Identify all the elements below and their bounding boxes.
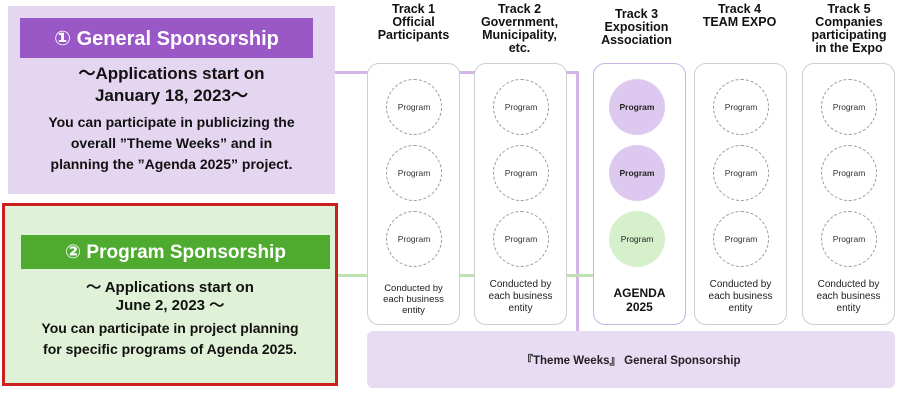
track-3-program-1-general: Program bbox=[609, 79, 665, 135]
track-5-program-3: Program bbox=[821, 211, 877, 267]
track-4-program-1: Program bbox=[713, 79, 769, 135]
track-5-name-line-1: Companies bbox=[815, 15, 883, 29]
track-4-header: Track 4 TEAM EXPO bbox=[693, 3, 786, 29]
agenda-line-2: 2025 bbox=[626, 300, 653, 314]
track-2-name-line-3: etc. bbox=[508, 41, 531, 55]
track-3-program-2-general: Program bbox=[609, 145, 665, 201]
conducted-line-3: entity bbox=[728, 303, 753, 314]
agenda-line-1: AGENDA bbox=[613, 286, 666, 300]
track-5-column: Program Program Program Conducted by eac… bbox=[802, 63, 895, 325]
track-1-label: Track 1 bbox=[391, 2, 436, 16]
track-4-column: Program Program Program Conducted by eac… bbox=[694, 63, 787, 325]
track-4-name-line-1: TEAM EXPO bbox=[702, 15, 777, 29]
track-1-column: Program Program Program Conducted by eac… bbox=[367, 63, 460, 325]
track-3-column: Program Program Program AGENDA 2025 bbox=[593, 63, 686, 325]
general-desc-line-1: You can participate in publicizing the bbox=[48, 114, 295, 130]
track-3-name-line-1: Exposition bbox=[604, 20, 669, 34]
theme-weeks-general-sponsorship-bar: 『Theme Weeks』 General Sponsorship bbox=[367, 331, 895, 388]
conducted-line-2: each business bbox=[708, 291, 773, 302]
conducted-line-1: Conducted by bbox=[489, 279, 552, 290]
agenda-2025-label: AGENDA 2025 bbox=[594, 286, 685, 314]
track-2-label: Track 2 bbox=[497, 2, 542, 16]
program-sponsorship-panel: ② Program Sponsorship ～ Applications sta… bbox=[2, 203, 338, 386]
conducted-line-2: each business bbox=[816, 291, 881, 302]
track-3-name-line-2: Association bbox=[601, 33, 672, 47]
track-1-name-line-1: Official bbox=[392, 15, 435, 29]
track-5-program-2: Program bbox=[821, 145, 877, 201]
track-3-program-3-program-sponsorship: Program bbox=[609, 211, 665, 267]
track-1-program-1: Program bbox=[386, 79, 442, 135]
program-desc-line-2: for specific programs of Agenda 2025. bbox=[43, 341, 297, 357]
track-3-header: Track 3 Exposition Association bbox=[590, 8, 683, 47]
conducted-line-1: Conducted by bbox=[709, 279, 772, 290]
track-2-program-1: Program bbox=[493, 79, 549, 135]
track-5-header: Track 5 Companies participating in the E… bbox=[800, 3, 898, 55]
program-date-line-1: ～ Applications start on bbox=[86, 279, 254, 296]
general-date-line-1: ～Applications start on bbox=[78, 64, 265, 83]
general-sponsorship-title: ① General Sponsorship bbox=[20, 18, 313, 58]
conducted-line-2: each business bbox=[488, 291, 553, 302]
track-1-program-3: Program bbox=[386, 211, 442, 267]
conducted-line-1: Conducted by bbox=[384, 283, 443, 294]
track-1-program-2: Program bbox=[386, 145, 442, 201]
track-4-label: Track 4 bbox=[717, 2, 762, 16]
conducted-line-2: each business bbox=[383, 294, 444, 305]
track-1-name-line-2: Participants bbox=[377, 28, 450, 42]
track-5-label: Track 5 bbox=[827, 2, 871, 16]
track-5-conducted-note: Conducted by each business entity bbox=[803, 279, 894, 315]
program-date-line-2: June 2, 2023 ～ bbox=[115, 297, 225, 314]
track-5-name-line-2: participating bbox=[811, 28, 887, 42]
general-sponsorship-panel: ① General Sponsorship ～Applications star… bbox=[8, 6, 335, 194]
general-date-line-2: January 18, 2023～ bbox=[94, 86, 249, 105]
program-desc-line-1: You can participate in project planning bbox=[41, 320, 299, 336]
track-4-program-3: Program bbox=[713, 211, 769, 267]
track-2-program-3: Program bbox=[493, 211, 549, 267]
track-1-header: Track 1 Official Participants bbox=[367, 3, 460, 42]
conducted-line-1: Conducted by bbox=[817, 279, 880, 290]
general-desc-line-2: overall ”Theme Weeks” and in bbox=[70, 135, 273, 151]
track-2-conducted-note: Conducted by each business entity bbox=[475, 279, 566, 315]
general-desc-line-3: planning the ”Agenda 2025” project. bbox=[50, 156, 293, 172]
track-2-header: Track 2 Government, Municipality, etc. bbox=[468, 3, 571, 55]
conducted-line-3: entity bbox=[836, 303, 861, 314]
track-2-name-line-1: Government, bbox=[480, 15, 559, 29]
general-connector-vertical bbox=[576, 71, 579, 333]
track-1-conducted-note: Conducted by each business entity bbox=[368, 283, 459, 316]
track-5-name-line-3: in the Expo bbox=[815, 41, 883, 55]
track-5-program-1: Program bbox=[821, 79, 877, 135]
conducted-line-3: entity bbox=[508, 303, 533, 314]
track-4-conducted-note: Conducted by each business entity bbox=[695, 279, 786, 315]
track-2-name-line-2: Municipality, bbox=[482, 28, 557, 42]
conducted-line-3: entity bbox=[402, 305, 425, 316]
program-sponsorship-title: ② Program Sponsorship bbox=[21, 235, 330, 269]
track-2-program-2: Program bbox=[493, 145, 549, 201]
track-3-label: Track 3 bbox=[614, 7, 659, 21]
track-2-column: Program Program Program Conducted by eac… bbox=[474, 63, 567, 325]
track-4-program-2: Program bbox=[713, 145, 769, 201]
